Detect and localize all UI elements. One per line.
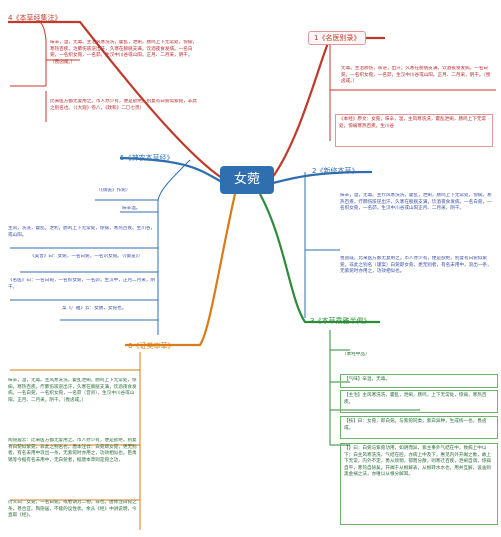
- link-b2: [272, 170, 373, 185]
- branch-4-item-2: 比来医方都无复用之。市人亦少有，便是欲绝。别复有白菀似紫菀，非此之别名也。（《大…: [50, 99, 198, 111]
- branch-1-title[interactable]: 1《名医别录》: [308, 31, 367, 45]
- branch-3-item-3: 【主治】主风寒洗洗，霍乱，泄痢，肠鸣，上下无常处，惊痫，寒热百疾。: [340, 390, 498, 413]
- branch-1-item-1: 无毒。主治肺伤，咳逆，出汗，久寒在膀胱支满，饮酒夜食发病。一名白菀，一名织女菀，…: [341, 66, 491, 85]
- branch-6-item-1: 味辛，温，无毒。主风寒洗洗，霍乱泄痢，肠鸣上下无常处，惊痫，寒热百疾。疗肺伤咳逆…: [8, 378, 137, 403]
- link-b3: [259, 193, 380, 324]
- branch-3-item-5: 【】曰：白菀与紫菀功用，如阴而异，紫主事外气结在中，致病上中以下；白主风寒洗洗，…: [340, 443, 498, 525]
- branch-2-title[interactable]: 2《新修本草》: [312, 167, 359, 175]
- central-topic[interactable]: 女菀: [220, 166, 274, 194]
- link-b4: [8, 20, 223, 179]
- branch-5-item-1: （《御览》作菀）: [96, 188, 131, 193]
- branch-3-title[interactable]: 3《本草乘雅半偈》: [310, 317, 371, 325]
- branch-5-item-3: 主风，洗洗，霍乱，泄利，肠鸣上下无常处，惊痫，寒热百疾。生川谷，或山阳。: [8, 226, 156, 238]
- branch-3-item-1: （本经中品）: [342, 352, 370, 357]
- branch-6-title[interactable]: 6《证类本草》: [128, 342, 175, 350]
- branch-2-item-1: 味辛，温，无毒。主疗风寒洗洗，霍乱，泄痢，肠鸣上下无常处，惊痫，寒热百疾，疗肺伤…: [340, 193, 492, 212]
- branch-5-item-4: 《吴普》曰：女菀，一名白菀，一名识女菀。（《御览》）: [30, 254, 143, 259]
- branch-5-item-6: 案《广雅》云：女肠，女菀也。: [62, 306, 127, 311]
- branch-1-item-2: 《本经》原文：女菀，味辛，温，主风寒洗洗，霍乱泄痢，肠鸣上下无常处，惊痫寒热百疾…: [335, 114, 493, 147]
- branch-3-item-2: 【气味】辛温，无毒。: [340, 374, 498, 388]
- branch-5-item-5: 《名医》曰：一名白菀，一名织女菀，一名茆，生汉中，正月二月采，阴干。: [8, 278, 156, 290]
- branch-5-title[interactable]: 5《神农本草经》: [120, 154, 174, 162]
- branch-6-item-2: 陶隐居云：比来医方都无复用之。市人亦少有，便是欲绝。别复有白菀似紫菀，非此之别名…: [8, 438, 137, 463]
- link-b6: [125, 193, 237, 347]
- branch-4-item-1: 味辛，温，无毒。主治风寒洗洗，霍乱，泄痢，肠鸣上下无常处，惊痫，寒热百疾。治肺伤…: [50, 40, 198, 65]
- branch-5-item-2: 味辛温。: [122, 206, 141, 211]
- branch-3-item-4: 【核】曰：女菀，即白菀。与紫菀同类，紫白异种，生成统一也。畏卤咸。: [340, 416, 498, 439]
- branch-4-title[interactable]: 4《本草经集注》: [8, 14, 62, 22]
- branch-6-item-3: 衍义曰：女菀，一名白菀。或者谓为二物，非也。唐修注白菀之条，甚合宜。陶隐居，不能…: [8, 500, 137, 519]
- link-b5: [119, 156, 223, 183]
- branch-2-item-2: 畏卤咸。比来医方都无复用之。市人亦少有，便是欲绝。别复有白菀似紫菀，非此之别名（…: [340, 256, 492, 275]
